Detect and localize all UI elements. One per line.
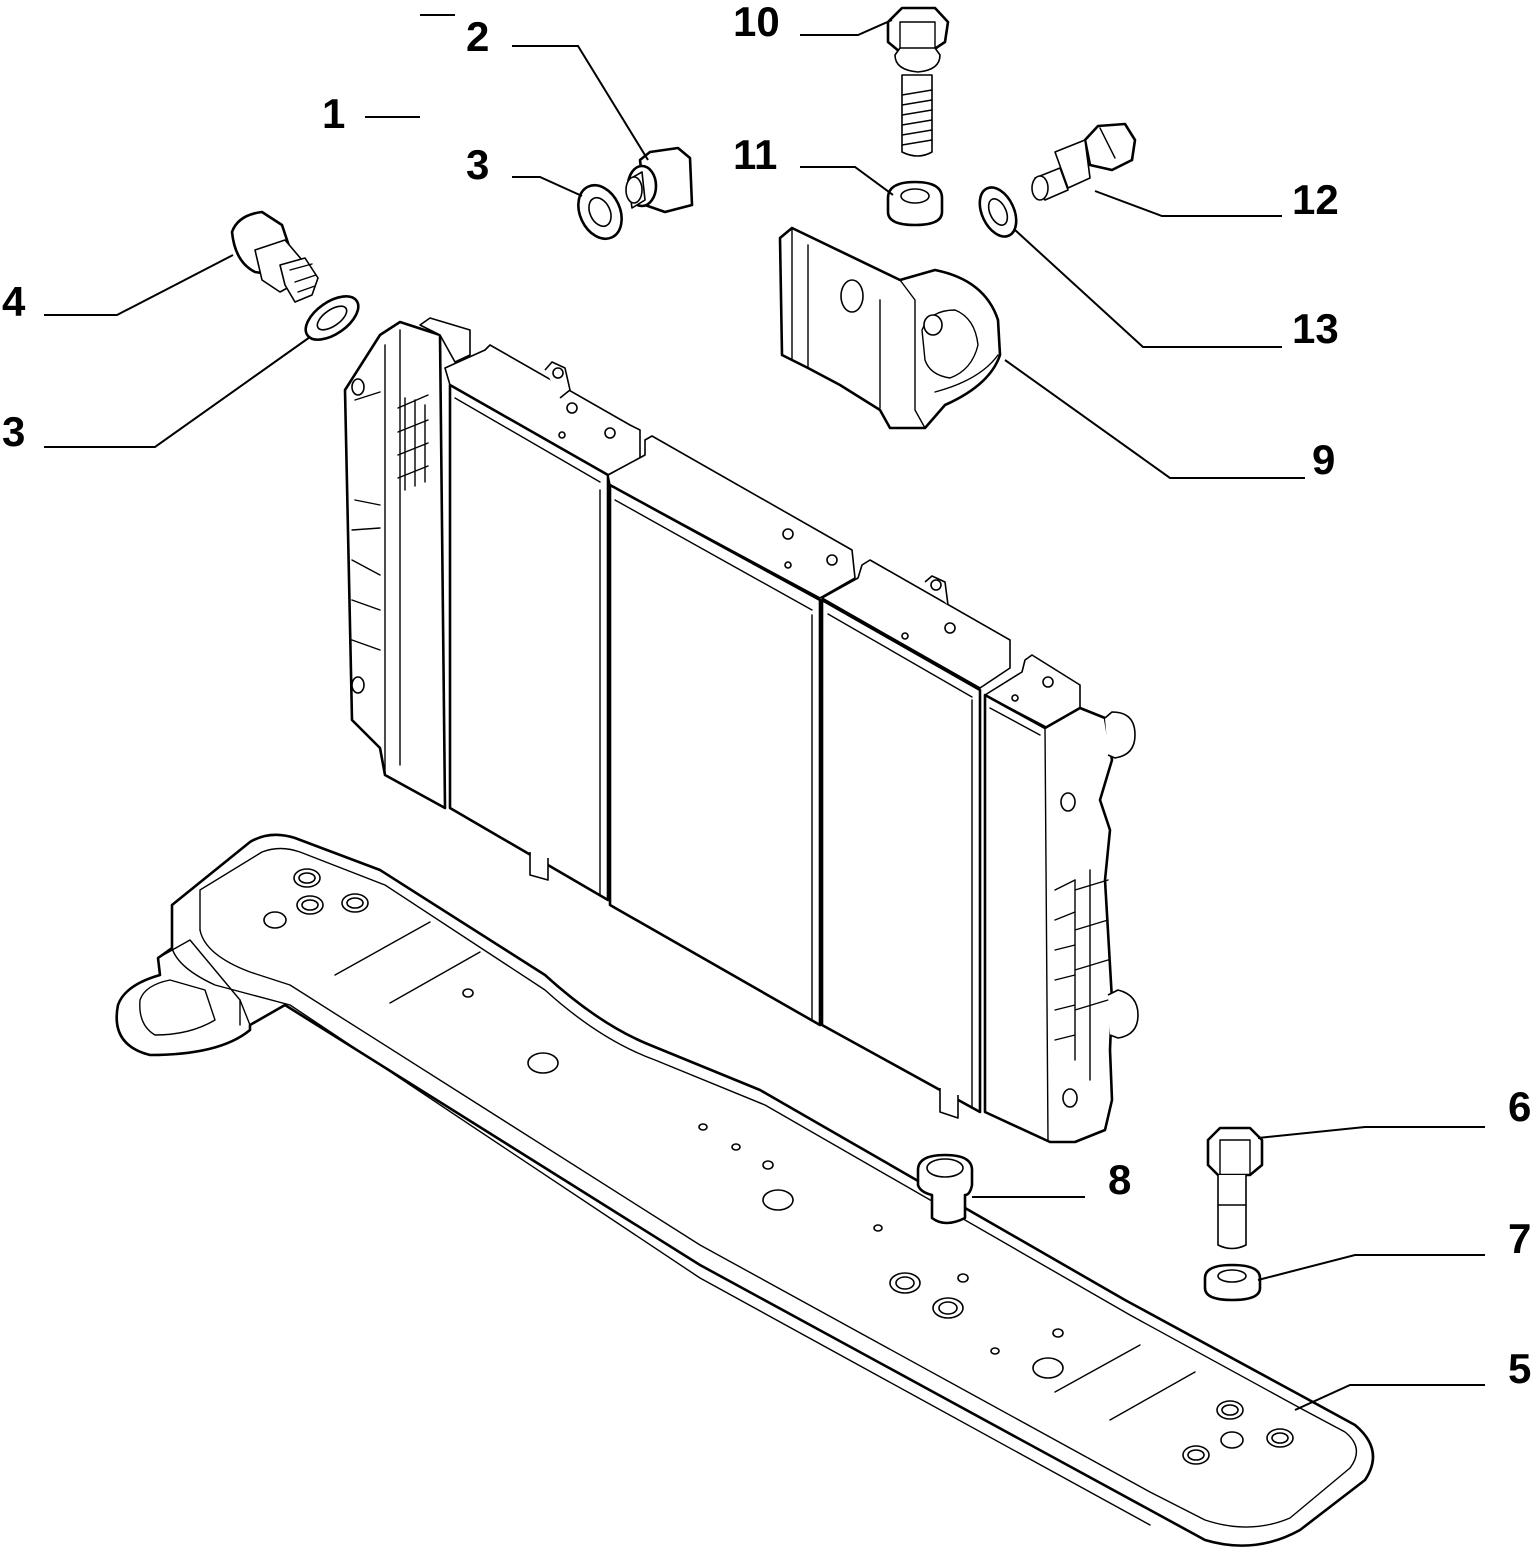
washer-part: [577, 183, 623, 241]
washer-part-lower: [304, 295, 360, 341]
callout-3-lower: 3: [2, 408, 25, 455]
callout-9: 9: [1312, 436, 1335, 483]
callout-5: 5: [1508, 1345, 1531, 1392]
callout-6: 6: [1508, 1083, 1531, 1130]
drain-plug-part: [230, 210, 319, 303]
callout-2: 2: [466, 13, 489, 60]
bolt-part-12: [1031, 122, 1137, 201]
leader-lines: [44, 14, 1485, 1411]
washer-part-11: [886, 180, 944, 227]
plug-part: [625, 146, 694, 214]
callout-1: 1: [322, 90, 345, 137]
callout-11: 11: [733, 131, 777, 178]
callout-12: 12: [1292, 176, 1339, 223]
bracket-part: [778, 226, 1002, 430]
washer-part-13: [978, 186, 1018, 238]
callout-13: 13: [1292, 305, 1339, 352]
bolt-part-top: [886, 6, 950, 157]
callout-labels: 1 2 3 3 4 5 6 7 8 9 10 11 12 13: [2, 0, 1531, 1392]
callout-10: 10: [733, 0, 780, 45]
radiator-part: [343, 317, 1139, 1144]
bolt-part-6: [1206, 1126, 1264, 1250]
callout-8: 8: [1108, 1156, 1131, 1203]
callout-3-upper: 3: [466, 141, 489, 188]
callout-7: 7: [1508, 1215, 1531, 1262]
callout-4: 4: [2, 278, 26, 325]
crossmember-part: [115, 833, 1375, 1547]
washer-part-7: [1203, 1263, 1262, 1302]
bushing-part: [916, 1153, 974, 1225]
